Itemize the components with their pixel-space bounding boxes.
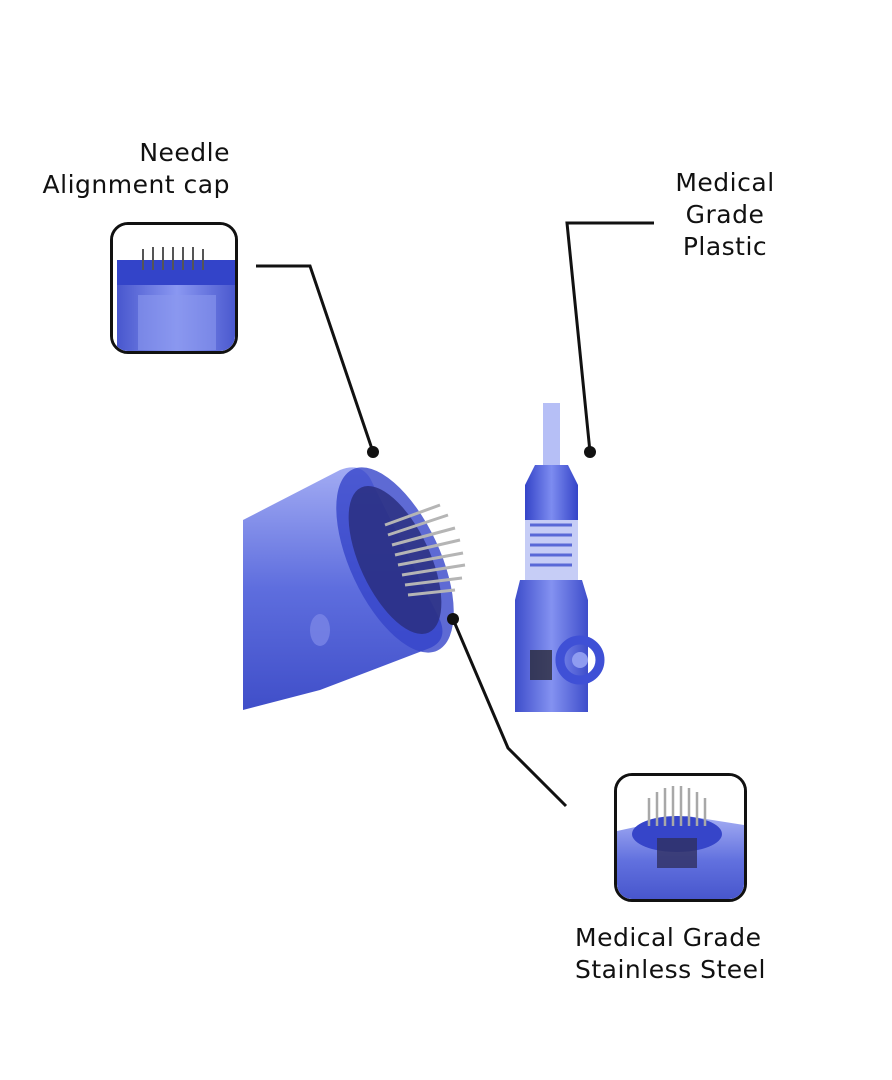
leader-dot-alignment-cap xyxy=(367,446,379,458)
callout-box-alignment-cap xyxy=(110,222,238,354)
leader-plastic xyxy=(565,221,654,453)
label-needle-alignment-cap: Needle Alignment cap xyxy=(42,138,230,199)
cartridge-closeup xyxy=(243,467,466,710)
needle-array-closeup xyxy=(384,503,466,597)
leader-dot-steel xyxy=(447,613,459,625)
label-medical-grade-stainless-steel: Medical Grade Stainless Steel xyxy=(575,923,766,984)
leader-lines xyxy=(256,221,654,808)
leader-steel xyxy=(451,618,568,808)
stainless-steel-detail xyxy=(617,776,744,899)
leader-alignment-cap xyxy=(256,264,375,453)
label-medical-grade-plastic: Medical Grade Plastic xyxy=(675,168,775,261)
alignment-cap-detail xyxy=(113,225,235,351)
cartridge-upright xyxy=(515,403,605,712)
callout-box-stainless-steel xyxy=(614,773,747,902)
leader-dot-plastic xyxy=(584,446,596,458)
